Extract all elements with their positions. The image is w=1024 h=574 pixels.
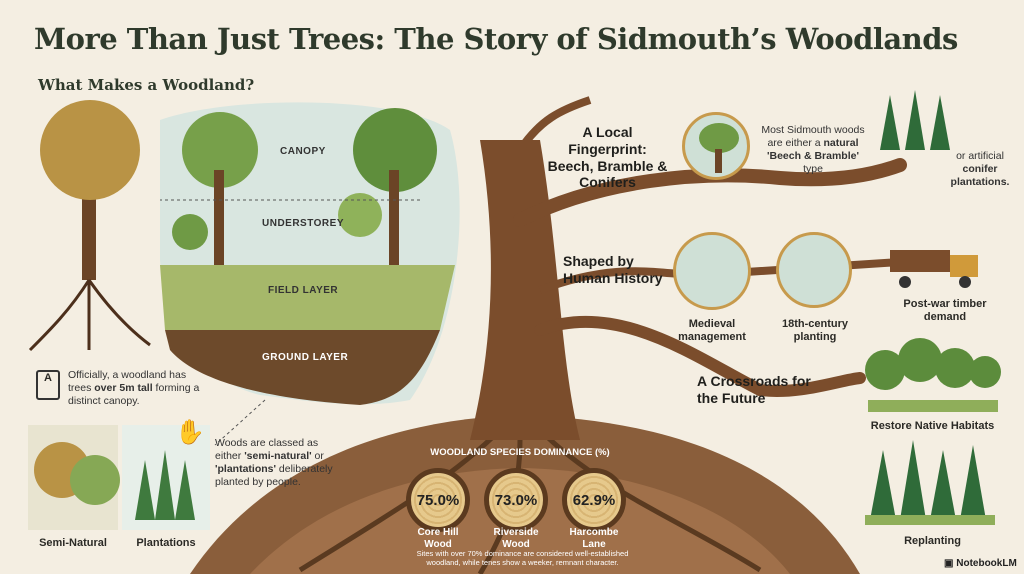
hand-icon: ✋ bbox=[175, 419, 205, 446]
dominance-title: WOODLAND SPECIES DOMINANCE (%) bbox=[430, 447, 610, 458]
future-item-replanting: Replanting bbox=[904, 535, 961, 547]
dominance-ring-harcombe: 62.9% bbox=[562, 468, 626, 532]
document-icon: A bbox=[36, 370, 60, 400]
beech-circle-image bbox=[682, 112, 750, 180]
future-heading: A Crossroads for the Future bbox=[697, 373, 811, 406]
future-item-restore: Restore Native Habitats bbox=[870, 420, 995, 432]
dominance-ring-riverside: 73.0% bbox=[484, 468, 548, 532]
layer-understorey: UNDERSTOREY bbox=[262, 218, 344, 229]
history-item-medieval: Medieval management bbox=[678, 318, 746, 344]
page-title: More Than Just Trees: The Story of Sidmo… bbox=[34, 22, 958, 56]
layer-field: FIELD LAYER bbox=[268, 285, 339, 296]
section-subtitle: What Makes a Woodland? bbox=[38, 76, 255, 94]
fingerprint-heading: A Local Fingerprint: Beech, Bramble & Co… bbox=[547, 124, 668, 191]
planting-circle-image bbox=[776, 232, 852, 308]
history-item-18th-century: 18th-century planting bbox=[781, 318, 849, 344]
brand-name: NotebookLM bbox=[956, 558, 1017, 569]
type-plantations: Plantations bbox=[136, 537, 196, 549]
conifer-note: or artificial conifer plantations. bbox=[950, 150, 1010, 189]
history-heading: Shaped by Human History bbox=[563, 253, 663, 286]
history-item-post-war: Post-war timber demand bbox=[903, 298, 987, 324]
site-label-core-hill: Core Hill Wood bbox=[417, 527, 459, 550]
classification-note: Woods are classed as either 'semi-natura… bbox=[215, 437, 333, 489]
layer-canopy: CANOPY bbox=[280, 146, 326, 157]
medieval-circle-image bbox=[673, 232, 751, 310]
site-label-riverside: Riverside Wood bbox=[493, 527, 539, 550]
type-semi-natural: Semi-Natural bbox=[39, 537, 107, 549]
site-label-harcombe: Harcombe Lane bbox=[569, 527, 619, 550]
woodland-definition: Officially, a woodland has trees over 5m… bbox=[68, 369, 200, 408]
brand-logo: ▣ NotebookLM bbox=[944, 558, 1017, 569]
dominance-ring-core-hill: 75.0% bbox=[406, 468, 470, 532]
dominance-note: Sites with over 70% dominance are consid… bbox=[416, 549, 629, 567]
fingerprint-note: Most Sidmouth woods are either a natural… bbox=[761, 124, 865, 176]
layer-ground: GROUND LAYER bbox=[262, 352, 349, 363]
